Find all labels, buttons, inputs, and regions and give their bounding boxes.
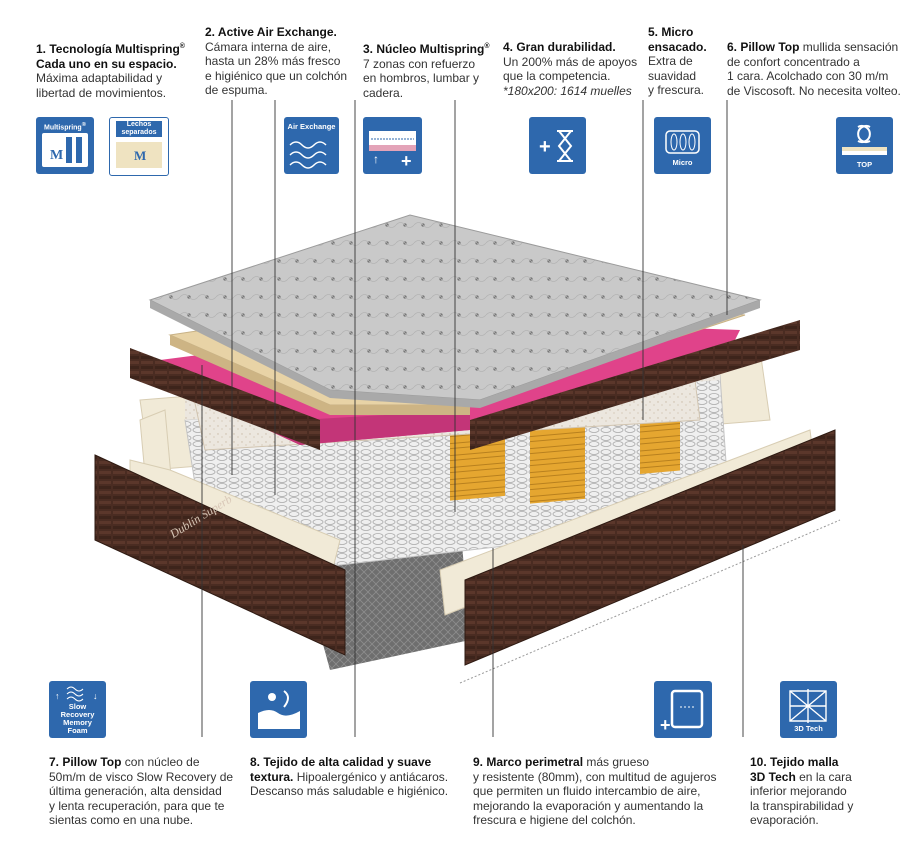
svg-text:↑: ↑ [373,152,379,166]
viscosoft-side [170,335,470,415]
svg-text:↑: ↑ [55,691,60,701]
pillow-top-icon: TOP [836,117,893,174]
svg-text:+: + [539,136,551,158]
callout-1-multispring: 1. Tecnología Multispring® Cada uno en s… [36,42,185,100]
reinforced-springs-zone-2 [530,418,585,504]
air-exchange-icon: Air Exchange [284,117,339,174]
durability-hourglass-icon: + [529,117,586,174]
perimeter-frame-icon: + [654,681,712,738]
side-fabric-front-right [464,429,836,666]
3d-mesh-icon: 3D Tech [780,681,837,738]
side-fabric-front-left [94,454,346,656]
callout-6-pillow-top: 6. Pillow Top mullida sensación de confo… [727,40,901,98]
quilted-top-edge [150,300,760,408]
pink-foam-side [160,360,470,445]
reinforced-core-icon: ↑+ [363,117,422,174]
svg-text:↓: ↓ [93,691,98,701]
side-panel-left-top [130,348,320,450]
callout-5-micro: 5. Micro ensacado. Extra de suavidad y f… [648,25,707,97]
callout-9-marco: 9. Marco perimetral más grueso y resiste… [473,755,717,827]
callout-10-malla-3d: 10. Tejido malla 3D Tech en la cara infe… [750,755,854,827]
svg-text:+: + [660,715,671,735]
callout-8-tejido: 8. Tejido de alta calidad y suave textur… [250,755,449,798]
side-panel-right-top [470,320,800,450]
svg-text:M: M [50,148,63,163]
micro-springs-icon: Micro [654,117,711,174]
svg-text:+: + [401,151,412,171]
reinforced-springs-zone-3 [640,410,680,475]
callout-4-durabilidad: 4. Gran durabilidad. Un 200% más de apoy… [503,40,638,98]
callout-3-nucleo: 3. Núcleo Multispring® 7 zonas con refue… [363,42,490,100]
hypoallergenic-fabric-icon [250,681,307,738]
svg-text:M: M [134,148,146,163]
multispring-icon: Multispring® M [36,117,94,174]
callout-2-air-exchange: 2. Active Air Exchange. Cámara interna d… [205,25,348,97]
callout-7-pillow-top-visco: 7. Pillow Top con núcleo de 50m/m de vis… [49,755,234,827]
